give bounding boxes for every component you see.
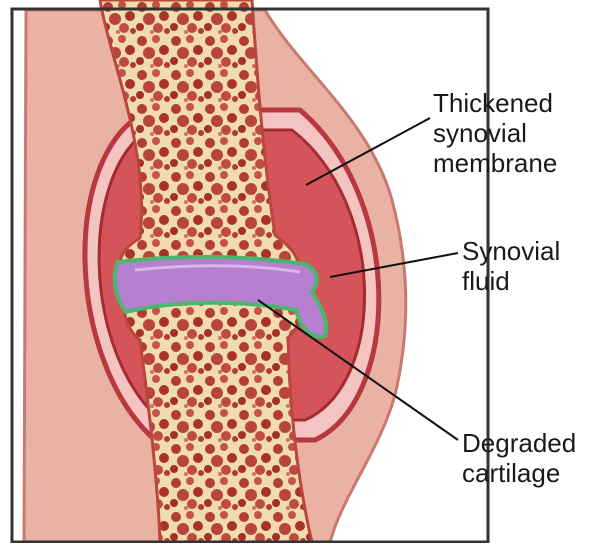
label-thickened-synovial-membrane: Thickened synovial membrane	[433, 88, 557, 178]
label-degraded-cartilage: Degraded cartilage	[462, 428, 576, 488]
label-synovial-fluid: Synovial fluid	[462, 236, 560, 296]
